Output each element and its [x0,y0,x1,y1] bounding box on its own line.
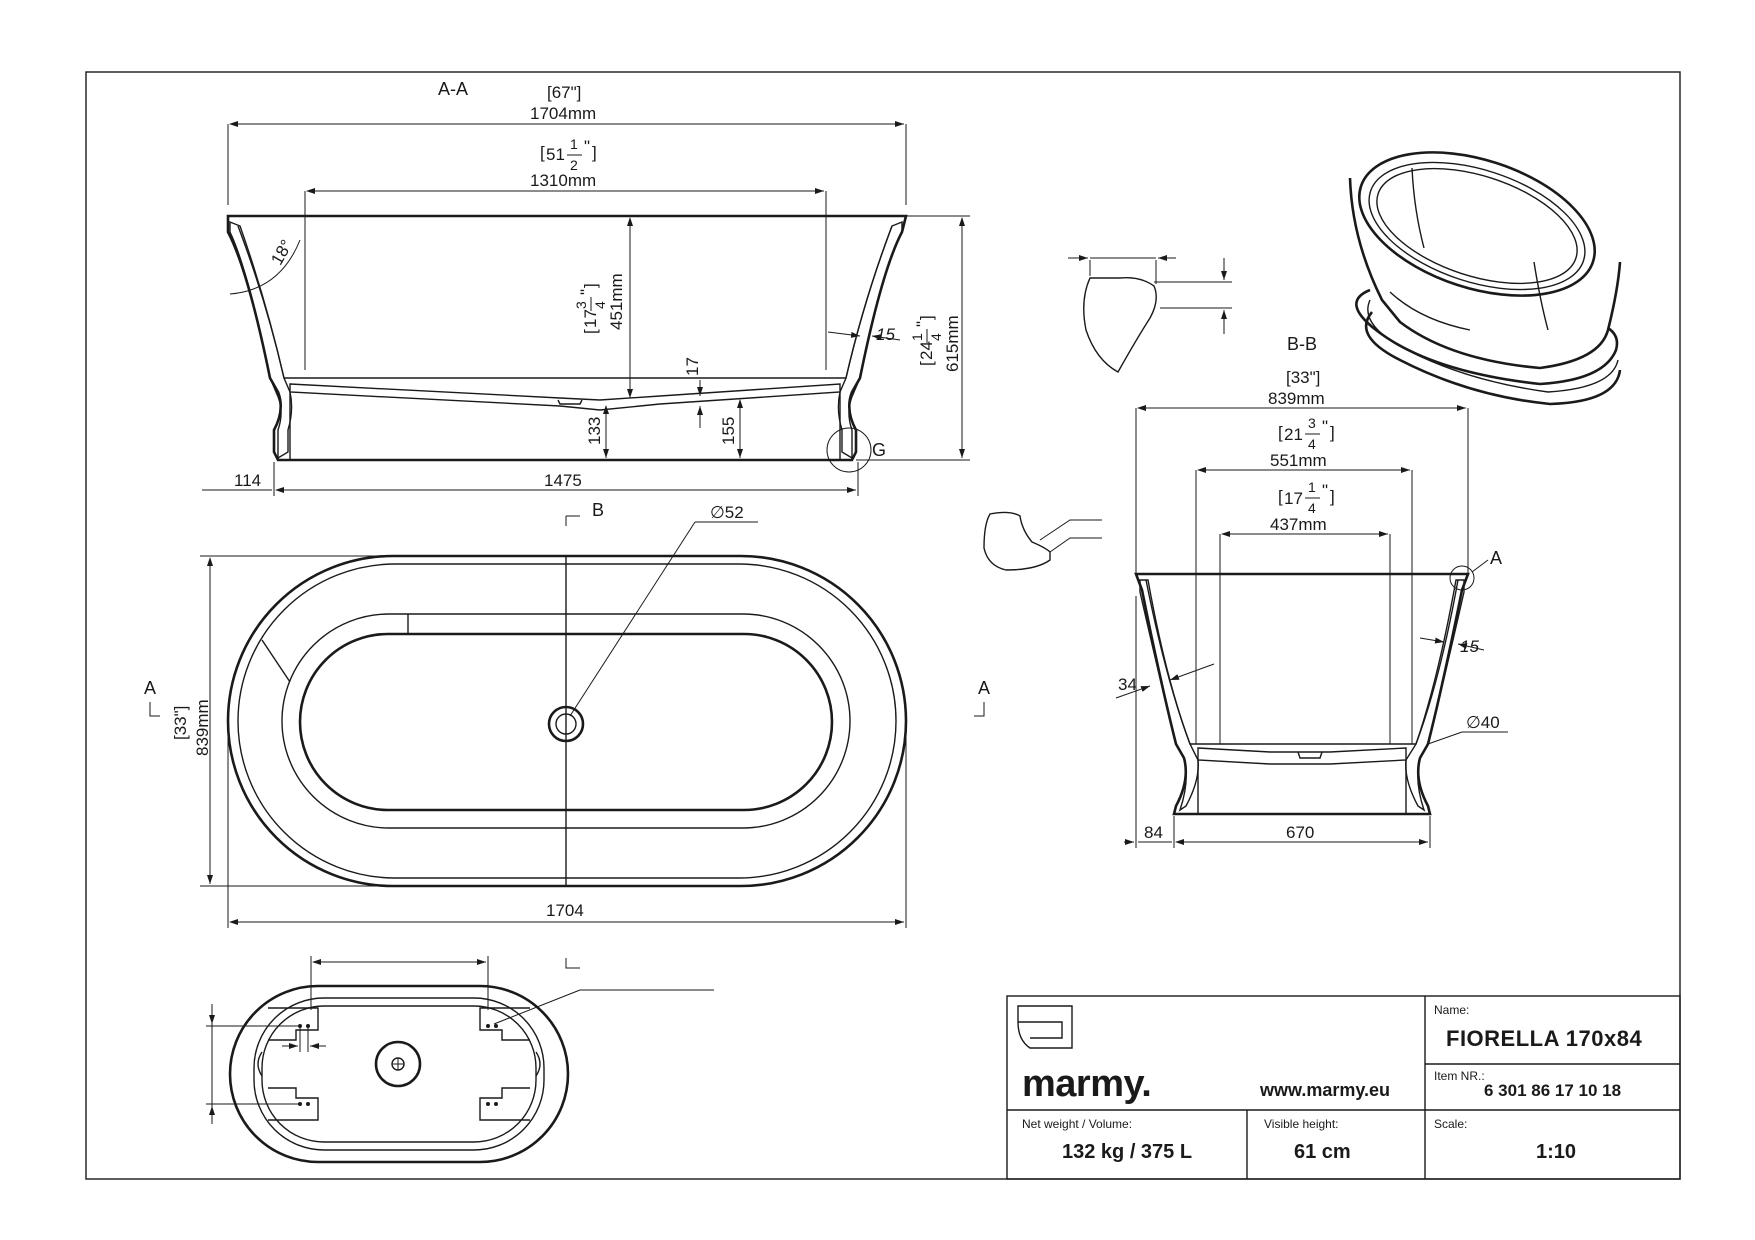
section-bb-title: B-B [1287,334,1317,354]
website-link[interactable]: www.marmy.eu [1259,1080,1390,1100]
svg-text:1: 1 [909,333,925,341]
svg-text:[: [ [1278,487,1283,506]
aa-dim-total-mm: 1704mm [530,104,596,123]
aa-dim-depth-in-whole: 17 [581,309,600,328]
plan-drain-label: ∅52 [710,503,744,522]
brand-bathtub-icon [1017,1005,1073,1049]
section-aa-view: A-A [67"] 1704mm [ 51 1 2 " ] 1310mm [202,79,970,496]
bb-dim-437-in-whole: 17 [1284,489,1303,508]
bb-dim-84: 84 [1144,823,1163,842]
brand-logo: marmy. [1022,1063,1151,1105]
svg-text:1: 1 [570,136,578,152]
aa-dim-inner-in-whole: 51 [546,145,565,164]
svg-text:": " [913,321,932,327]
svg-text:": " [584,137,590,156]
item-label: Item NR.: [1434,1069,1485,1083]
svg-text:": " [1322,481,1328,500]
plan-side-marker-a-right: A [978,678,990,698]
aa-dim-angle: 18° [267,236,296,268]
svg-text:4: 4 [1308,500,1316,516]
svg-text:3: 3 [573,301,589,309]
height-label: Visible height: [1264,1117,1339,1131]
product-name: FIORELLA 170x84 [1446,1026,1642,1051]
svg-text:]: ] [917,315,936,320]
bb-dim-34: 34 [1118,675,1137,694]
svg-text:": " [1322,417,1328,436]
svg-text:3: 3 [1308,415,1316,431]
svg-text:1: 1 [1308,479,1316,495]
aa-dim-floor: 17 [683,357,702,376]
scale-value: 1:10 [1536,1141,1576,1163]
svg-text:]: ] [1330,423,1335,442]
svg-text:4: 4 [592,301,608,309]
aa-dim-total-in: [67"] [547,83,581,102]
svg-text:]: ] [581,283,600,288]
bb-dim-437-mm: 437mm [1270,515,1327,534]
svg-text:2: 2 [570,157,578,173]
aa-dim-height-in-whole: 24 [917,341,936,360]
svg-text:]: ] [1330,487,1335,506]
bb-dim-wall: 15 [1460,637,1479,656]
sheet-frame [85,71,1681,1180]
aa-dim-155: 155 [719,417,738,445]
svg-text:4: 4 [1308,436,1316,452]
plan-view: ∅52 B A A 839mm [33"] 1704 [144,500,990,928]
bb-dim-40: ∅40 [1466,713,1500,732]
svg-text:4: 4 [928,333,944,341]
svg-text:[: [ [917,361,936,366]
bb-dim-551-mm: 551mm [1270,451,1327,470]
plan-dim-width-mm: 839mm [193,699,212,756]
bb-dim-total-mm: 839mm [1268,389,1325,408]
aa-dim-height-mm: 615mm [943,315,962,372]
aa-dim-depth-mm: 451mm [607,273,626,330]
svg-text:]: ] [592,143,597,162]
name-label: Name: [1434,1003,1469,1017]
svg-text:": " [577,289,596,295]
aa-dim-133: 133 [585,417,604,445]
bb-dim-670: 670 [1286,823,1314,842]
detail-a-view [1068,255,1232,373]
plan-dim-width-in: [33"] [171,706,190,740]
item-number: 6 301 86 17 10 18 [1484,1081,1621,1100]
svg-text:[: [ [581,329,600,334]
weight-value: 132 kg / 375 L [1062,1141,1192,1163]
weight-label: Net weight / Volume: [1022,1117,1132,1131]
aa-detail-g-marker: G [872,440,886,460]
plan-dim-length: 1704 [546,901,584,920]
svg-text:[: [ [1278,423,1283,442]
title-block: marmy. www.marmy.eu Name: FIORELLA 170x8… [1006,995,1681,1180]
detail-g-view [983,511,1102,571]
aa-dim-inner-mm: 1310mm [530,171,596,190]
scale-label: Scale: [1434,1117,1467,1131]
section-bb-view: B-B [33"] 839mm [ 21 3 4 " ] 551mm [ 17 … [1115,334,1508,848]
bottom-view [206,956,714,1164]
bb-detail-a-marker: A [1490,548,1502,568]
aa-dim-1475: 1475 [544,471,582,490]
aa-dim-114: 114 [234,471,261,490]
aa-dim-wall: 15 [876,325,895,344]
aa-tub-outline [226,214,908,462]
tub-3d-preview [1348,151,1622,406]
plan-side-marker-a-left: A [144,678,156,698]
svg-text:[: [ [540,143,545,162]
bb-dim-551-in-whole: 21 [1284,425,1303,444]
plan-section-marker-b: B [592,500,604,520]
section-aa-title: A-A [438,79,468,99]
height-value: 61 cm [1294,1141,1351,1163]
bb-dim-total-in: [33"] [1286,368,1320,387]
